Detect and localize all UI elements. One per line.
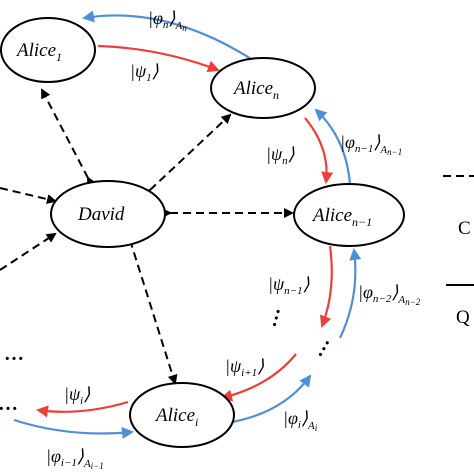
node-david: David (50, 180, 166, 248)
arc-blue-alicen-to-alice1 (82, 10, 263, 67)
arc-blue-alicen1-to-alicen (314, 108, 352, 185)
channel-left-1 (0, 187, 57, 205)
node-alicei-shape (129, 382, 235, 448)
node-alicen1: Alicen−1 (293, 183, 405, 247)
node-david-shape (50, 180, 166, 248)
node-alicen1-label: Alicen−1 (311, 205, 372, 229)
node-alice1-shape (0, 17, 96, 83)
ellipsis-right-lower: … (305, 332, 334, 360)
node-alice1: Alice1 (0, 17, 96, 83)
node-alicen-label: Alicen (232, 78, 279, 102)
arc-red-alicen-to-alicen1 (304, 117, 334, 184)
node-alice1-label: Alice1 (15, 40, 62, 64)
node-alicei-label: Alicei (154, 405, 198, 429)
arc-blue-alicei-up (231, 374, 312, 424)
channel-david-alice1 (41, 88, 97, 188)
node-alicen: Alicen (210, 57, 316, 119)
state-phi-n-minus-1: |φn−1⟩An−1 (340, 132, 402, 157)
channel-david-alicen (140, 113, 232, 200)
state-phi-i-minus-1: |φi−1⟩Ai−1 (46, 446, 104, 471)
ellipsis-left-lower: … (0, 393, 18, 415)
channel-david-alicei (122, 230, 178, 385)
state-phi-n-minus-2: |φn−2⟩An−2 (358, 282, 421, 307)
node-david-label: David (77, 204, 125, 225)
legend-classical-letter: C (458, 218, 471, 239)
node-alicen-shape (210, 57, 316, 119)
arc-blue-up-to-alicen1 (339, 248, 362, 339)
state-phi-i: |φi⟩Ai (283, 408, 318, 433)
state-psi-1: |ψ1⟩ (130, 61, 159, 84)
ellipsis-left-upper: … (4, 343, 24, 365)
state-psi-i-plus-1: |ψi+1⟩ (225, 356, 264, 379)
legend-quantum-letter: Q (456, 307, 470, 328)
arc-red-alice1-to-alicen (97, 44, 220, 73)
state-phi-n: |φn⟩An (148, 8, 187, 33)
arc-red-alicei-left (36, 400, 129, 418)
state-psi-n-minus-1: |ψn−1⟩ (268, 274, 310, 297)
node-alicen1-shape (293, 183, 405, 247)
node-alicei: Alicei (129, 382, 235, 448)
arc-red-alicen1-down (320, 245, 333, 328)
state-psi-n: |ψn⟩ (266, 144, 295, 167)
ellipsis-right-upper: … (259, 304, 285, 329)
classical-channels (0, 88, 294, 385)
arc-blue-left-to-alicei (13, 418, 134, 439)
arc-red-to-alicei (220, 353, 297, 402)
state-psi-i: |ψi⟩ (64, 384, 90, 407)
channel-left-2 (0, 232, 57, 271)
